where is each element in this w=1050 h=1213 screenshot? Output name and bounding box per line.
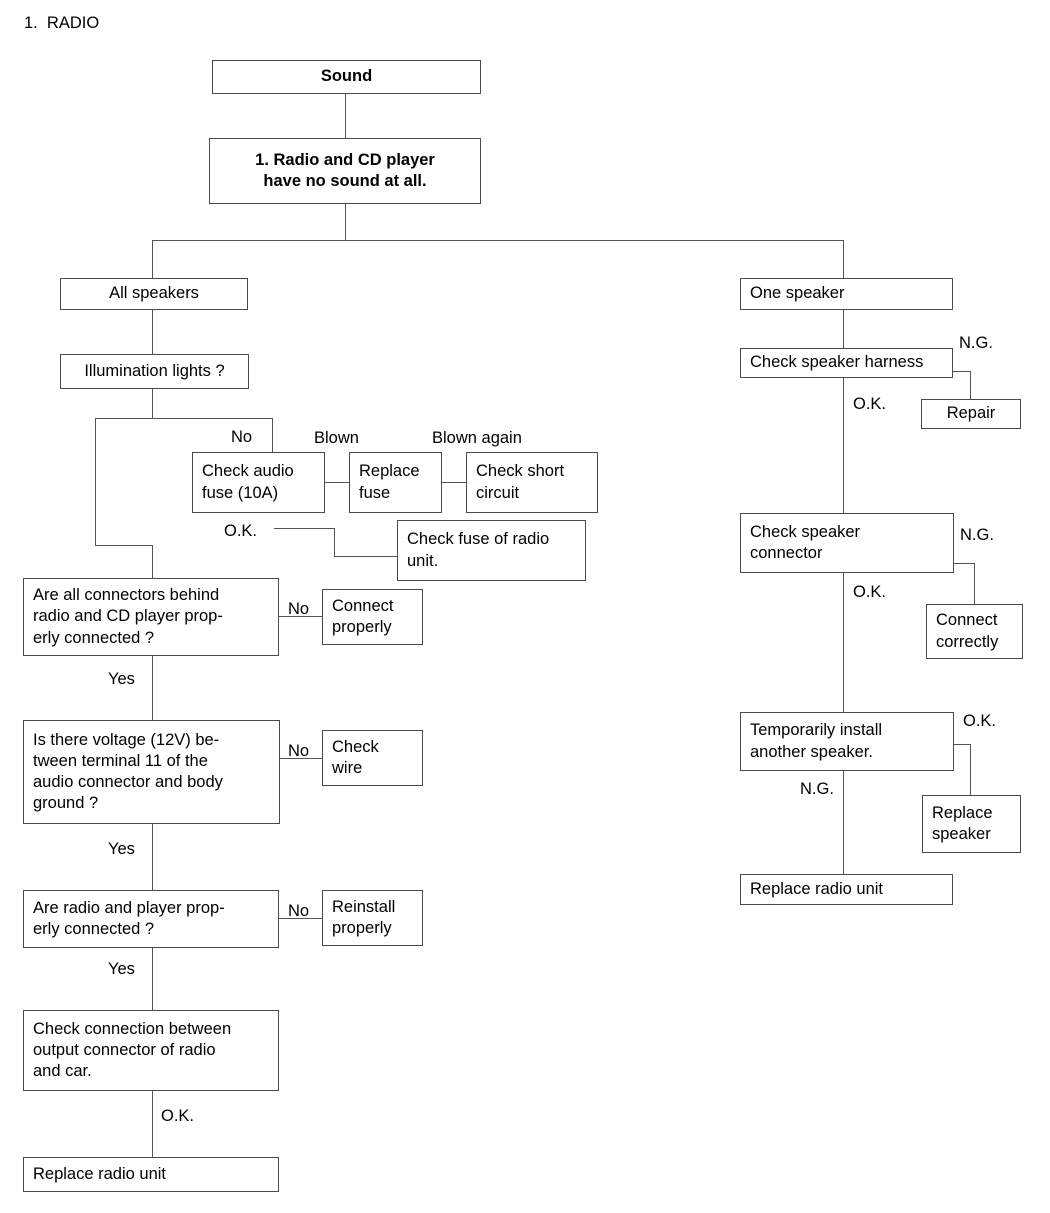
node-symptom-line1: 1. Radio and CD player — [255, 151, 435, 169]
node-connectors-behind-radio[interactable]: Are all connectors behind radio and CD p… — [23, 578, 279, 656]
edge-label-ng-harness: N.G. — [959, 334, 993, 352]
node-reinstall-properly[interactable]: Reinstall properly — [322, 890, 423, 946]
edge-label-no-connectors: No — [288, 600, 310, 618]
node-check-speaker-harness[interactable]: Check speaker harness — [740, 348, 953, 378]
edge-label-no-voltage: No — [288, 742, 310, 760]
edge-illumination-branch-bar — [95, 418, 273, 419]
node-check-wire[interactable]: Check wire — [322, 730, 423, 786]
node-repair[interactable]: Repair — [921, 399, 1021, 429]
edge-onespeaker-to-harness — [843, 309, 844, 348]
node-temporarily-install-speaker[interactable]: Temporarily install another speaker. — [740, 712, 954, 771]
node-connect-properly[interactable]: Connect properly — [322, 589, 423, 645]
edge-connector-ok — [843, 572, 844, 712]
edge-harness-ng-v — [970, 371, 971, 399]
node-radio-player-connected[interactable]: Are radio and player prop- erly connecte… — [23, 890, 279, 948]
node-one-speaker[interactable]: One speaker — [740, 278, 953, 310]
node-check-fuse-of-radio-unit[interactable]: Check fuse of radio unit. — [397, 520, 586, 581]
edge-audiofuse-to-replacefuse — [324, 482, 349, 483]
node-symptom[interactable]: 1. Radio and CD player have no sound at … — [209, 138, 481, 204]
node-replace-speaker[interactable]: Replace speaker — [922, 795, 1021, 853]
edge-ok-fuse-h1 — [274, 528, 334, 529]
edge-connectors-no — [278, 616, 322, 617]
edge-harness-ng-h — [952, 371, 971, 372]
edge-label-ng-connector: N.G. — [960, 526, 994, 544]
edge-label-no-radio-player: No — [288, 902, 310, 920]
node-check-output-connection[interactable]: Check connection between output connecto… — [23, 1010, 279, 1091]
edge-temp-ok-v — [970, 744, 971, 795]
edge-ok-fuse-h2 — [334, 556, 397, 557]
edge-connector-ng-h — [953, 563, 975, 564]
edge-label-no-fuse: No — [231, 428, 253, 446]
edge-label-ok-fuse: O.K. — [224, 522, 258, 540]
edge-label-yes-connectors: Yes — [108, 670, 135, 688]
edge-radioplayer-no — [278, 918, 322, 919]
edge-label-blown-again: Blown again — [432, 429, 522, 447]
edge-temp-ng — [843, 770, 844, 874]
node-check-short-circuit[interactable]: Check short circuit — [466, 452, 598, 513]
edge-replacefuse-to-checkshort — [441, 482, 466, 483]
edge-allspeakers-to-illumination — [152, 309, 153, 354]
node-replace-radio-unit-right[interactable]: Replace radio unit — [740, 874, 953, 905]
edge-to-connectors-behind — [152, 545, 153, 578]
edge-illumination-yes-return — [95, 545, 153, 546]
edge-label-yes-voltage: Yes — [108, 840, 135, 858]
edge-label-blown: Blown — [314, 429, 359, 447]
edge-split-right-drop — [843, 240, 844, 278]
edge-temp-ok-h — [953, 744, 971, 745]
edge-radioplayer-yes — [152, 947, 153, 1010]
edge-split-left-drop — [152, 240, 153, 278]
edge-label-yes-radio-player: Yes — [108, 960, 135, 978]
node-check-audio-fuse[interactable]: Check audio fuse (10A) — [192, 452, 325, 513]
edge-label-ng-temp: N.G. — [800, 780, 834, 798]
edge-illumination-yes-down — [95, 418, 96, 545]
edge-connector-ng-v — [974, 563, 975, 604]
node-symptom-line2: have no sound at all. — [263, 172, 427, 191]
edge-symptom-down — [345, 203, 346, 240]
edge-label-ok-temp: O.K. — [963, 712, 997, 730]
edge-illumination-down — [152, 388, 153, 418]
node-all-speakers[interactable]: All speakers — [60, 278, 248, 310]
node-replace-fuse[interactable]: Replace fuse — [349, 452, 442, 513]
edge-illumination-no-down — [272, 418, 273, 452]
edge-label-ok-harness: O.K. — [853, 395, 887, 413]
node-check-speaker-connector[interactable]: Check speaker connector — [740, 513, 954, 573]
edge-sound-to-symptom — [345, 93, 346, 138]
node-illumination-lights[interactable]: Illumination lights ? — [60, 354, 249, 389]
edge-output-ok — [152, 1090, 153, 1157]
node-replace-radio-unit-left[interactable]: Replace radio unit — [23, 1157, 279, 1192]
node-connect-correctly[interactable]: Connect correctly — [926, 604, 1023, 659]
node-voltage-12v-check[interactable]: Is there voltage (12V) be- tween termina… — [23, 720, 280, 824]
edge-voltage-yes — [152, 823, 153, 890]
edge-label-ok-output: O.K. — [161, 1107, 195, 1125]
edge-ok-fuse-v1 — [334, 528, 335, 556]
page-title: 1. RADIO — [24, 14, 100, 32]
edge-harness-ok — [843, 377, 844, 513]
edge-connectors-yes — [152, 655, 153, 720]
edge-split-bar — [152, 240, 844, 241]
edge-voltage-no — [279, 758, 322, 759]
node-sound[interactable]: Sound — [212, 60, 481, 94]
edge-label-ok-connector: O.K. — [853, 583, 887, 601]
